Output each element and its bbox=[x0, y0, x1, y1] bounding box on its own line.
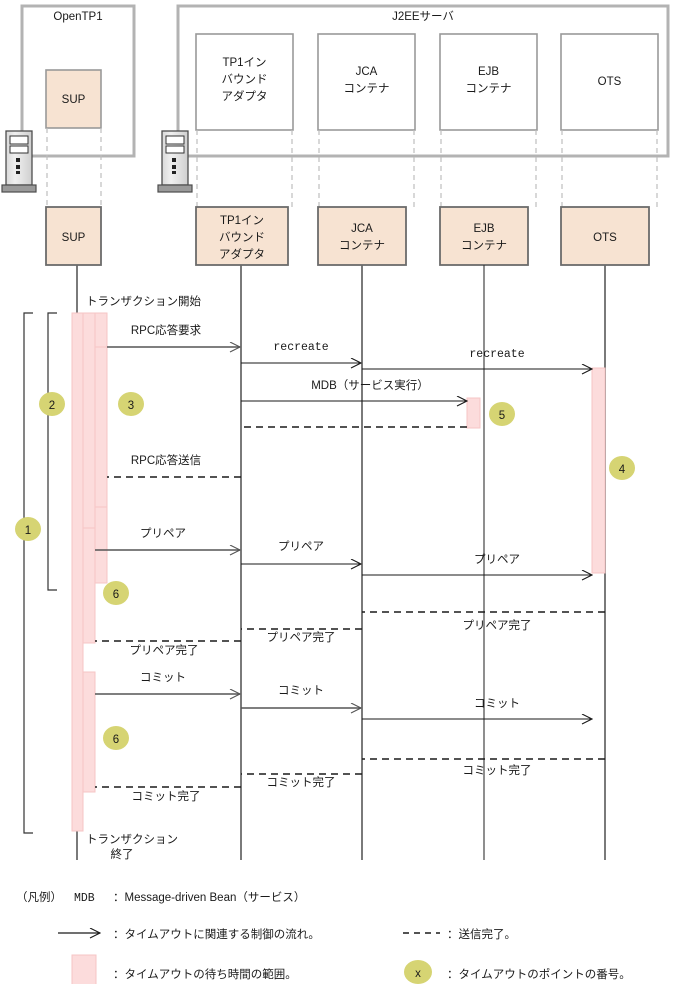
legend-point-icon: x bbox=[404, 960, 432, 984]
legend-dashed-desc: ：送信完了。 bbox=[447, 927, 516, 941]
lifeline-header-ots-label: OTS bbox=[593, 232, 617, 244]
lifeline-header-ejb-label: EJB bbox=[473, 223, 494, 235]
lifeline-header-ots: OTS bbox=[560, 206, 650, 266]
bracket-2 bbox=[47, 312, 57, 591]
svg-text:5: 5 bbox=[499, 410, 505, 422]
svg-text:バウンド: バウンド bbox=[219, 231, 265, 244]
message-m13-label: コミット bbox=[140, 672, 186, 684]
message-m15-label: コミット bbox=[474, 698, 520, 710]
lifeline-header-tp1inbound: TP1イン バウンド アダプタ bbox=[195, 206, 289, 266]
top-component-jca: JCA コンテナ bbox=[317, 33, 416, 131]
lifeline-header-jca: JCA コンテナ bbox=[317, 206, 407, 266]
timeout-band-1 bbox=[71, 312, 84, 832]
svg-text:2: 2 bbox=[49, 400, 55, 412]
legend-arrow-desc: ：タイムアウトに関連する制御の流れ。 bbox=[113, 927, 320, 941]
message-m3-label: recreate bbox=[469, 348, 524, 361]
timeout-bands bbox=[71, 312, 606, 832]
timeout-point-6a: 6 bbox=[103, 581, 129, 605]
timeout-band-6b bbox=[82, 671, 96, 793]
legend-band-desc: ：タイムアウトの待ち時間の範囲。 bbox=[113, 967, 297, 981]
svg-text:4: 4 bbox=[619, 464, 626, 476]
top-component-ejb: EJB コンテナ bbox=[439, 33, 538, 131]
top-to-header-connectors bbox=[46, 128, 658, 207]
note-tx-end-line2: 終了 bbox=[111, 847, 134, 861]
lifeline-header-jca-label: JCA bbox=[351, 223, 373, 235]
timeout-point-3: 3 bbox=[118, 392, 144, 416]
svg-text:1: 1 bbox=[25, 525, 31, 537]
message-m16-label: コミット完了 bbox=[463, 763, 532, 777]
message-m9-label: プリペア bbox=[474, 553, 520, 566]
message-m7-label: プリペア bbox=[140, 527, 186, 540]
lifeline-header-tp1inbound-label: TP1イン bbox=[220, 215, 264, 227]
timeout-point-1: 1 bbox=[15, 517, 41, 541]
timeout-band-3-inner bbox=[94, 346, 108, 508]
message-m6-label: RPC応答送信 bbox=[131, 453, 201, 467]
message-m18-label: コミット完了 bbox=[132, 789, 201, 803]
message-m17-label: コミット完了 bbox=[267, 775, 336, 789]
legend-title: （凡例） bbox=[16, 890, 62, 904]
timeout-band-4 bbox=[591, 367, 606, 574]
legend-mdb-term: MDB bbox=[74, 892, 95, 905]
svg-text:アダプタ: アダプタ bbox=[222, 89, 268, 103]
message-m2-label: recreate bbox=[273, 341, 328, 354]
top-component-tp1inbound: TP1イン バウンド アダプタ bbox=[195, 33, 294, 131]
legend-band-icon bbox=[71, 954, 97, 984]
legend-point-desc: ：タイムアウトのポイントの番号。 bbox=[447, 968, 631, 981]
message-m1-label: RPC応答要求 bbox=[131, 323, 202, 337]
bracket-1 bbox=[23, 312, 33, 834]
timeout-point-5: 5 bbox=[489, 402, 515, 426]
svg-text:3: 3 bbox=[128, 400, 134, 412]
svg-text:x: x bbox=[415, 968, 421, 980]
top-component-sup-label: SUP bbox=[62, 94, 86, 106]
svg-text:コンテナ: コンテナ bbox=[339, 239, 385, 252]
legend: （凡例） MDB ：Message-driven Bean（サービス） ：タイム… bbox=[16, 890, 631, 984]
lifeline-header-sup: SUP bbox=[45, 206, 102, 266]
message-m14-label: コミット bbox=[278, 685, 324, 697]
svg-text:コンテナ: コンテナ bbox=[461, 239, 507, 252]
message-m8-label: プリペア bbox=[278, 540, 324, 553]
note-tx-end-line1: トランザクション bbox=[86, 833, 178, 846]
svg-text:アダプタ: アダプタ bbox=[219, 247, 265, 261]
top-component-jca-label: JCA bbox=[356, 66, 378, 78]
top-component-sup: SUP bbox=[45, 69, 102, 129]
timeout-band-5 bbox=[466, 397, 481, 429]
svg-text:コンテナ: コンテナ bbox=[344, 82, 390, 95]
lifeline-header-sup-label: SUP bbox=[62, 232, 86, 244]
message-m12-label: プリペア完了 bbox=[130, 643, 199, 657]
legend-mdb-desc: ：Message-driven Bean（サービス） bbox=[113, 891, 305, 904]
top-component-tp1inbound-label: TP1イン bbox=[222, 57, 266, 69]
server-icon-j2ee bbox=[157, 130, 193, 193]
svg-text:6: 6 bbox=[113, 734, 119, 746]
container-opentp1: OpenTP1 bbox=[20, 4, 136, 158]
container-opentp1-label: OpenTP1 bbox=[53, 11, 102, 23]
message-m4-label: MDB（サービス実行） bbox=[311, 378, 429, 392]
svg-text:6: 6 bbox=[113, 589, 119, 601]
container-j2ee: J2EEサーバ bbox=[176, 4, 670, 158]
svg-text:バウンド: バウンド bbox=[222, 73, 268, 86]
top-component-ejb-label: EJB bbox=[478, 66, 499, 78]
lifeline-header-ejb: EJB コンテナ bbox=[439, 206, 529, 266]
top-component-ots-label: OTS bbox=[598, 76, 622, 88]
message-m11-label: プリペア完了 bbox=[267, 630, 336, 644]
top-component-ots: OTS bbox=[560, 33, 659, 131]
container-j2ee-label: J2EEサーバ bbox=[392, 10, 454, 23]
timeout-point-4: 4 bbox=[609, 456, 635, 480]
scope-brackets bbox=[23, 312, 57, 834]
message-m10-label: プリペア完了 bbox=[463, 618, 532, 632]
svg-text:コンテナ: コンテナ bbox=[466, 82, 512, 95]
timeout-band-6a bbox=[82, 527, 96, 644]
note-tx-start: トランザクション開始 bbox=[86, 294, 201, 308]
timeout-point-2: 2 bbox=[39, 392, 65, 416]
timeout-point-6b: 6 bbox=[103, 726, 129, 750]
server-icon-opentp1 bbox=[1, 130, 37, 193]
